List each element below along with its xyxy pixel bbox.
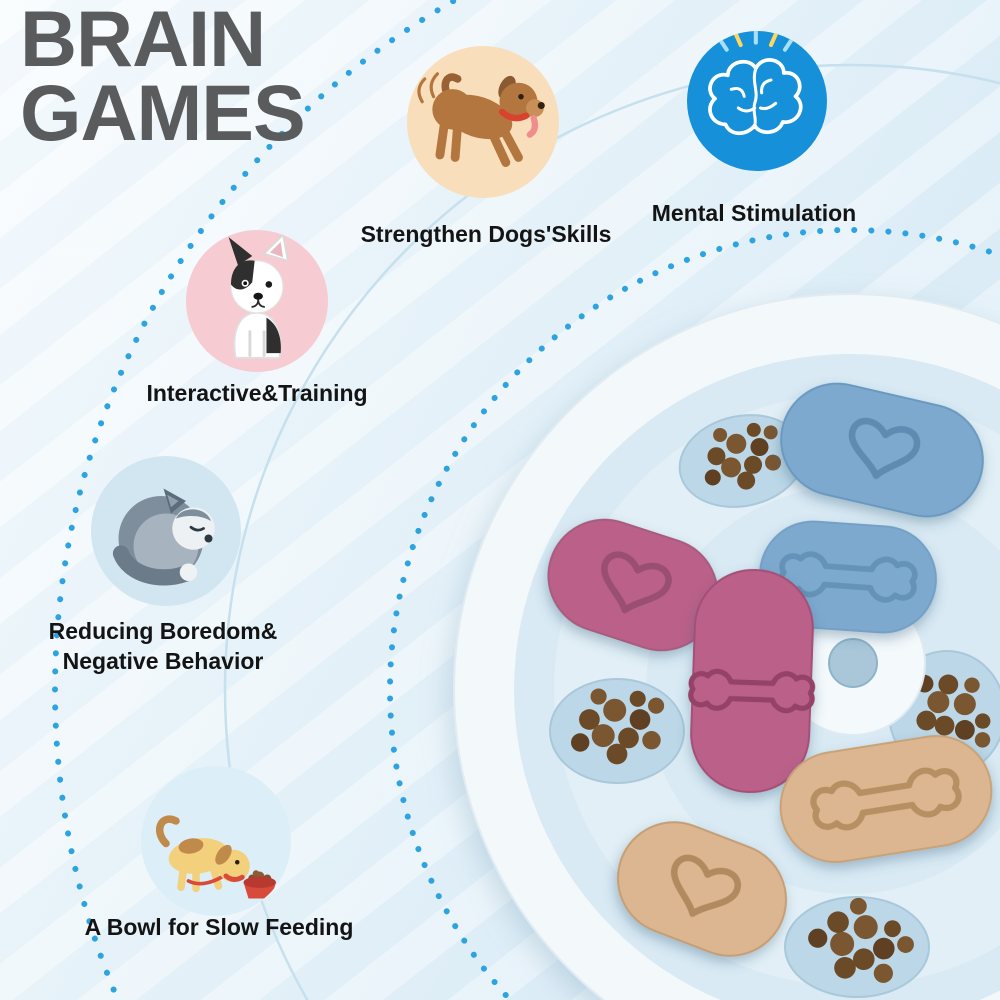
title-line2: GAMES — [20, 68, 306, 158]
feature-label-slow-feeding: A Bowl for Slow Feeding — [84, 914, 354, 940]
feature-label-strengthen-skills: Strengthen Dogs'Skills — [360, 221, 612, 247]
feeding-dog-icon — [155, 815, 276, 899]
sleeping-husky-icon — [112, 488, 215, 586]
playful-dog-icon — [417, 72, 545, 167]
slider-piece-beige-heart — [616, 821, 788, 957]
center-hole — [828, 638, 878, 688]
feature-label-reducing-boredom: Reducing Boredom& Negative Behavior — [48, 618, 278, 675]
feature-circle-slow-feeding — [141, 766, 291, 916]
feature-circle-strengthen-skills — [407, 46, 559, 198]
french-bulldog-icon — [228, 232, 289, 359]
puzzle-feeder — [453, 293, 1000, 1000]
feature-label-mental-stimulation: Mental Stimulation — [651, 200, 857, 226]
kibble-well-bottom — [784, 884, 930, 1000]
feature-circle-mental-stimulation — [687, 31, 827, 171]
brain-icon — [708, 31, 803, 136]
feature-circle-reducing-boredom — [91, 456, 241, 606]
feature-label-interactive-training: Interactive&Training — [146, 380, 368, 406]
dotted-arc-outer — [52, 0, 462, 1000]
kibble-well-left — [549, 678, 685, 784]
slider-piece-pink-bone — [687, 568, 816, 794]
page-title: BRAIN GAMES — [20, 0, 306, 158]
slider-piece-blue-heart — [780, 382, 984, 518]
title-line1: BRAIN — [20, 0, 266, 83]
feature-circle-interactive-training — [186, 230, 328, 372]
thin-arc — [223, 63, 1000, 1000]
slider-piece-beige-bone — [779, 735, 993, 863]
